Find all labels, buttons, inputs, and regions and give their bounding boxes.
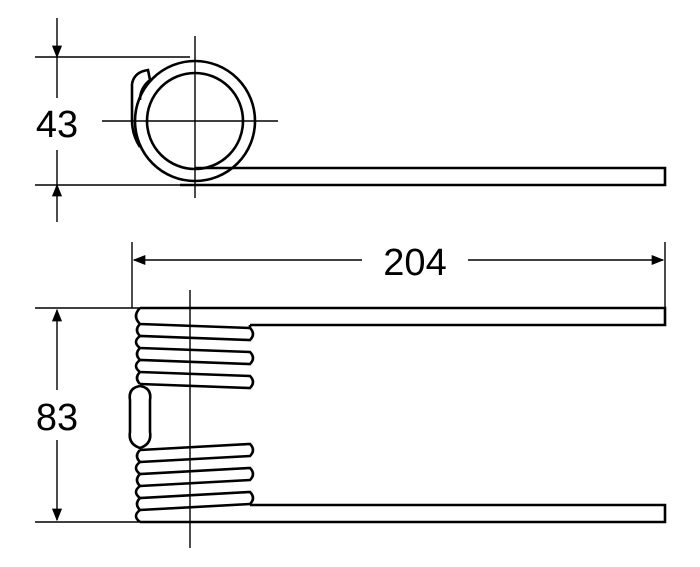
dimension-label-204: 204 — [383, 242, 446, 284]
coil-connecting-loop — [128, 384, 152, 450]
lower-coil-windings — [134, 442, 255, 524]
top-view: 204 83 — [31, 242, 667, 548]
dimension-label-mask — [31, 397, 83, 439]
side-view: 43 — [31, 18, 667, 222]
dimension-label-mask — [31, 104, 83, 146]
dimension-label-mask — [379, 242, 451, 284]
dimension-label-43: 43 — [36, 104, 78, 146]
upper-coil-windings — [134, 307, 255, 390]
coil-wire-end — [130, 68, 152, 148]
tine-arm-lower — [140, 503, 667, 524]
dimension-label-83: 83 — [36, 397, 78, 439]
tine-arm-upper — [140, 306, 667, 327]
tine-arm-side — [180, 166, 667, 187]
